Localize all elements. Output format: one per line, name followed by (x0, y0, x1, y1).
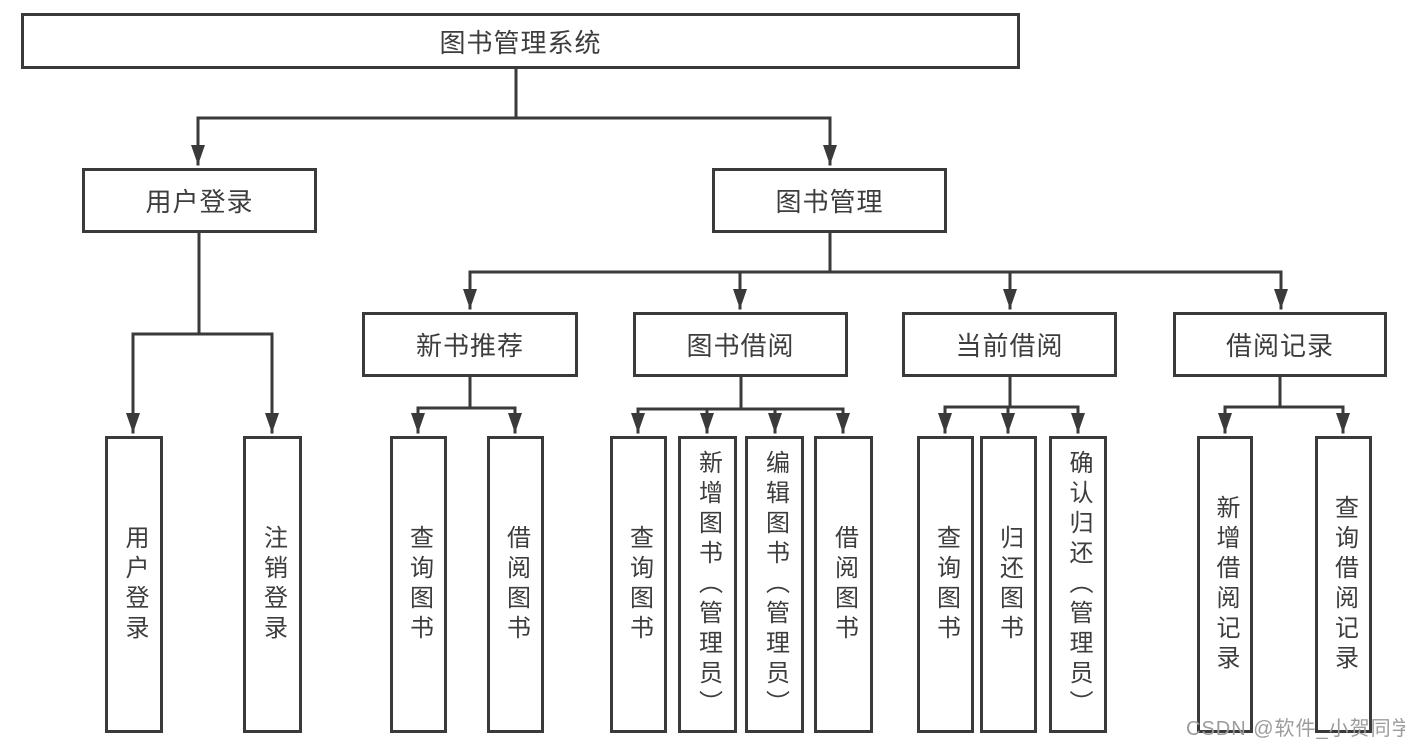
leaf-logout: 注销登录 (243, 436, 302, 733)
leaf-return-books: 归还图书 (980, 436, 1037, 733)
node-label: 查询图书 (625, 524, 653, 645)
node-label: 借阅图书 (830, 524, 858, 645)
leaf-borrow-books-recommend: 借阅图书 (487, 436, 544, 733)
node-label: 查询图书 (405, 524, 433, 645)
node-book-management: 图书管理 (712, 168, 947, 233)
node-label: 新书推荐 (415, 331, 524, 361)
leaf-add-books-admin: 新增图书（管理员） (678, 436, 737, 733)
node-label: 查询借阅记录 (1330, 494, 1358, 675)
node-label: 图书管理 (775, 187, 884, 217)
node-label: 借阅记录 (1225, 331, 1334, 361)
node-label: 新增图书（管理员） (694, 449, 722, 720)
node-new-book-recommend: 新书推荐 (362, 312, 578, 377)
node-root-system: 图书管理系统 (21, 13, 1020, 69)
node-label: 注销登录 (259, 524, 287, 645)
node-label: 用户登录 (145, 187, 254, 217)
node-label: 借阅图书 (502, 524, 530, 645)
leaf-query-borrow-record: 查询借阅记录 (1315, 436, 1372, 733)
leaf-query-books-recommend: 查询图书 (390, 436, 447, 733)
node-book-borrowing: 图书借阅 (633, 312, 848, 377)
leaf-user-login: 用户登录 (105, 436, 163, 733)
node-label: 编辑图书（管理员） (761, 449, 789, 720)
node-user-login: 用户登录 (82, 168, 317, 233)
node-label: 图书管理系统 (439, 27, 602, 58)
node-borrowing-records: 借阅记录 (1173, 312, 1387, 377)
node-label: 用户登录 (121, 524, 148, 645)
node-label: 新增借阅记录 (1212, 494, 1239, 675)
leaf-add-borrow-record: 新增借阅记录 (1197, 436, 1253, 733)
leaf-query-books-borrowing: 查询图书 (610, 436, 667, 733)
leaf-borrow-books: 借阅图书 (814, 436, 873, 733)
node-label: 查询图书 (932, 524, 960, 645)
node-label: 归还图书 (995, 524, 1023, 645)
node-current-borrowing: 当前借阅 (902, 312, 1117, 377)
leaf-edit-books-admin: 编辑图书（管理员） (745, 436, 804, 733)
node-label: 确认归还（管理员） (1065, 449, 1092, 720)
leaf-query-books-current: 查询图书 (917, 436, 974, 733)
node-label: 图书借阅 (686, 331, 795, 361)
leaf-confirm-return-admin: 确认归还（管理员） (1049, 436, 1107, 733)
csdn-watermark: CSDN @软件_小贺同学 (1186, 718, 1405, 740)
node-label: 当前借阅 (955, 331, 1064, 361)
